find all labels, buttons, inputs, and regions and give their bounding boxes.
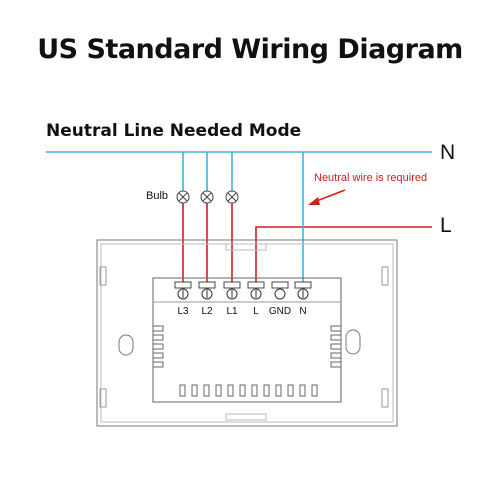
diagram-title: US Standard Wiring Diagram <box>37 34 463 65</box>
vent-right <box>330 325 342 368</box>
vent-bottom <box>179 384 318 397</box>
vent-left <box>152 325 164 368</box>
bulb-icon <box>176 190 190 204</box>
mode-subtitle: Neutral Line Needed Mode <box>46 121 302 141</box>
neutral-required-note: Neutral wire is required <box>314 172 428 184</box>
bulb-icon <box>225 190 239 204</box>
terminal-label-l: L <box>253 306 259 317</box>
neutral-label: N <box>440 141 456 164</box>
bulb-label: Bulb <box>146 190 169 202</box>
live-label: L <box>440 214 452 237</box>
switch-plate <box>96 239 398 427</box>
live-line <box>255 226 432 290</box>
terminal-label-gnd: GND <box>268 306 292 317</box>
terminal-label-l1: L1 <box>226 306 238 317</box>
terminal-label-l2: L2 <box>201 306 213 317</box>
terminal-label-l3: L3 <box>177 306 189 317</box>
terminal-screw-icon <box>177 288 309 300</box>
terminal-block <box>174 281 312 289</box>
note-arrow <box>308 189 346 205</box>
terminal-label-n: N <box>299 306 307 317</box>
bulb-icon <box>200 190 214 204</box>
